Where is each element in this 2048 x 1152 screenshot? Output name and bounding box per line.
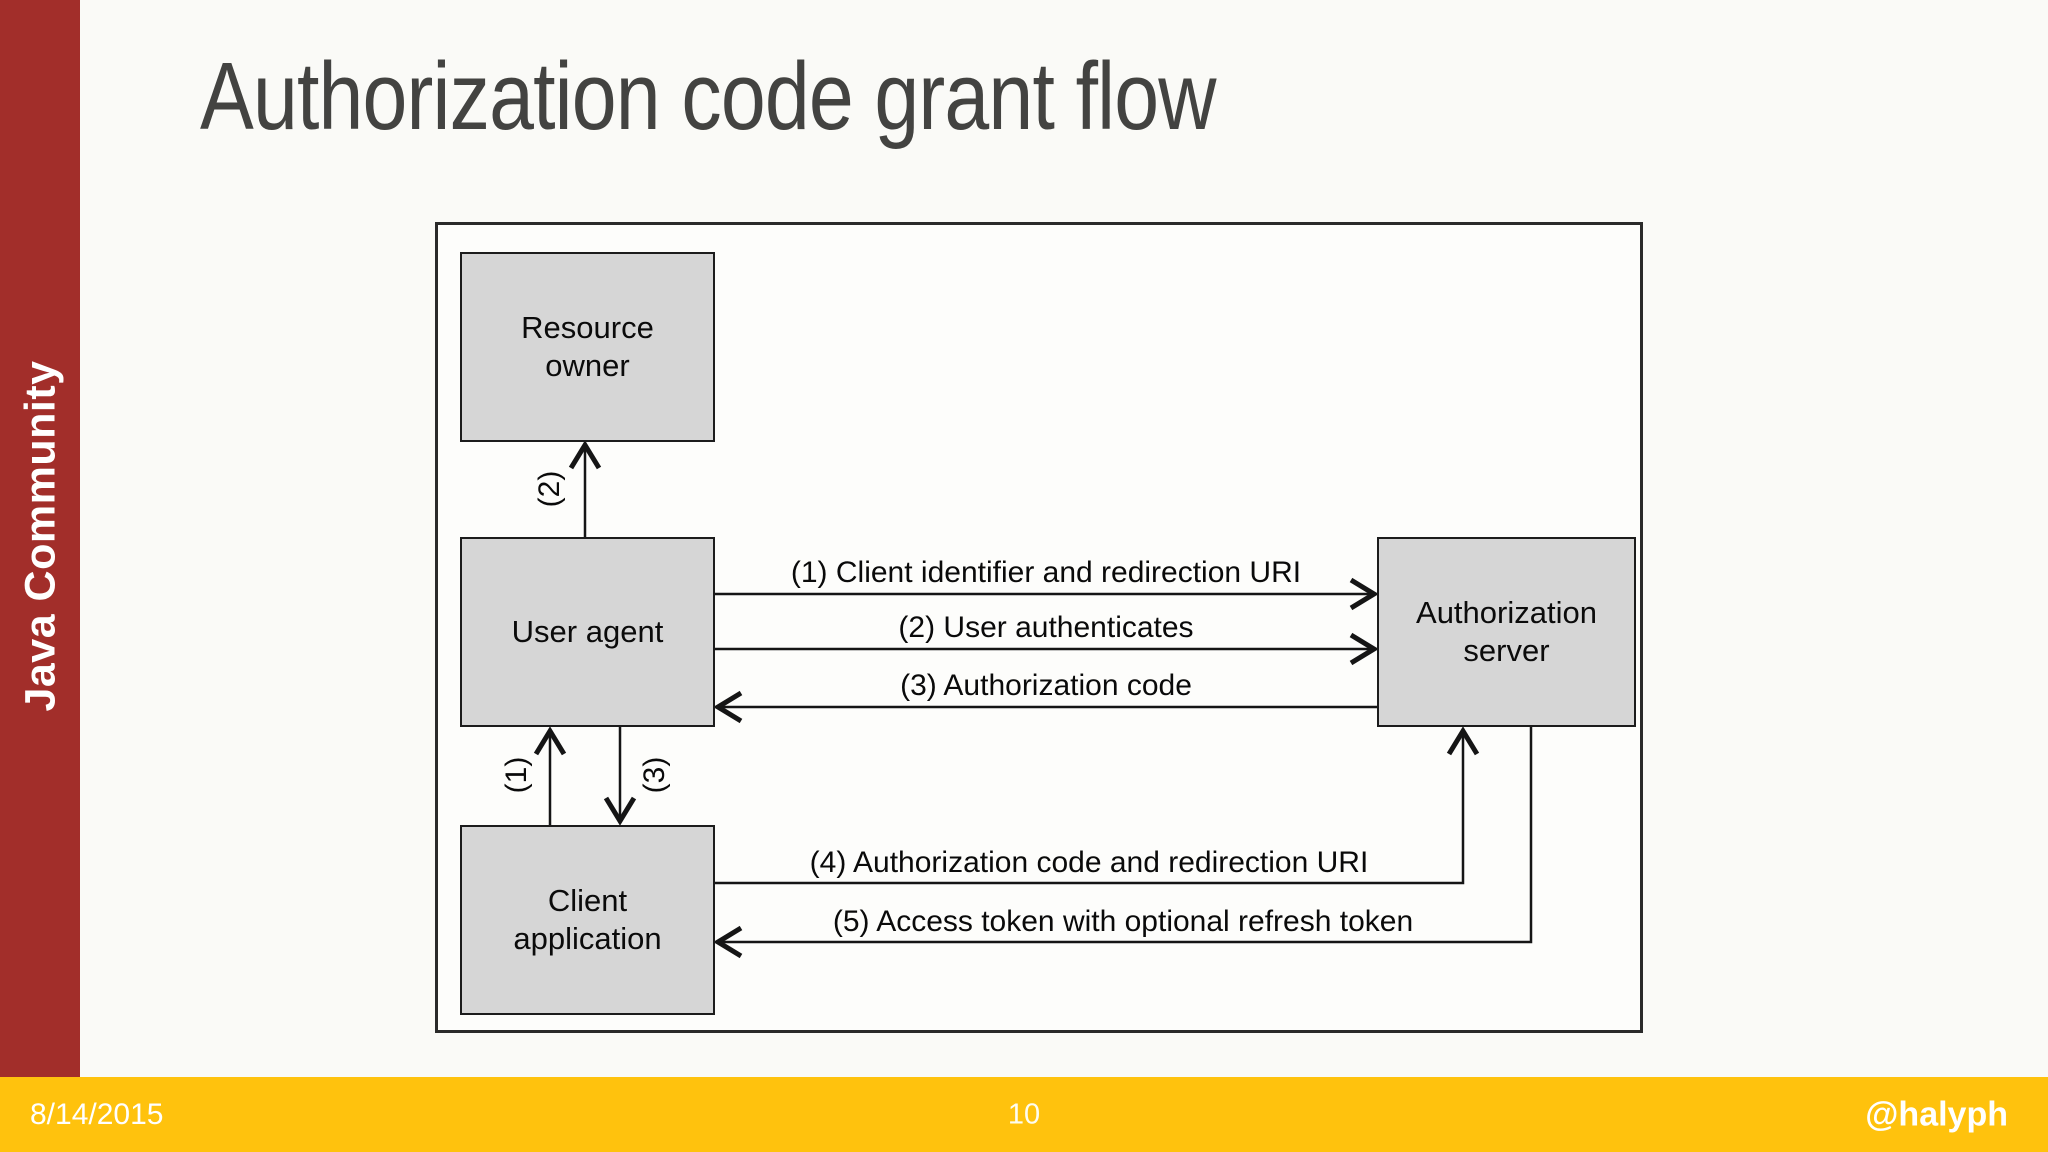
message-label-5: (5) Access token with optional refresh t…: [832, 905, 1414, 938]
step-marker-3: (3): [638, 756, 671, 794]
sidebar-label: Java Community: [16, 360, 65, 712]
box-label-line: owner: [545, 348, 630, 383]
box-authorization-server: Authorization server: [1377, 537, 1636, 727]
message-label-2: (2) User authenticates: [898, 611, 1194, 644]
message-label-1: (1) Client identifier and redirection UR…: [790, 556, 1302, 589]
arrow-shafts: [548, 447, 1533, 944]
sidebar-ribbon: Java Community: [0, 0, 80, 1077]
box-label-line: application: [513, 921, 662, 956]
message-label-4: (4) Authorization code and redirection U…: [809, 846, 1369, 879]
page-number: 10: [1007, 1098, 1041, 1130]
page-title: Authorization code grant flow: [200, 43, 1216, 150]
box-user-agent: User agent: [460, 537, 715, 727]
box-resource-owner: Resource owner: [460, 252, 715, 442]
footer-bar: 8/14/2015 10 @halyph: [0, 1077, 2048, 1152]
flow-arrows: [533, 440, 1533, 959]
box-label-line: server: [1463, 633, 1550, 668]
box-client-application: Client application: [460, 825, 715, 1015]
footer-date: 8/14/2015: [30, 1097, 164, 1131]
step-marker-1: (1): [500, 756, 533, 794]
arrow-heads: [533, 440, 1480, 959]
box-label-line: User agent: [511, 614, 664, 649]
step-marker-2: (2): [533, 470, 566, 508]
message-label-3: (3) Authorization code: [900, 669, 1192, 702]
footer-twitter-handle: @halyph: [1865, 1095, 2008, 1133]
box-label-line: Authorization: [1416, 595, 1597, 630]
box-label-line: Resource: [521, 310, 654, 345]
box-label-line: Client: [547, 883, 628, 918]
oauth-flow-diagram: Resource owner User agent Client applica…: [435, 222, 1643, 1033]
